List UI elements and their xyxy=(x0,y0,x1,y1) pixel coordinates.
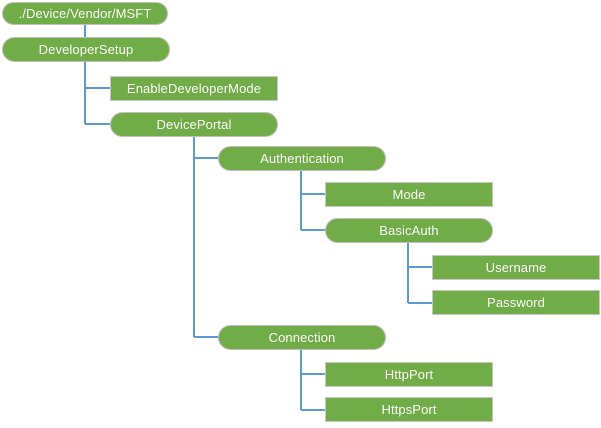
node-label-root: ./Device/Vendor/MSFT xyxy=(18,6,152,21)
node-label-httpsport: HttpsPort xyxy=(381,402,437,417)
node-basicauth[interactable]: BasicAuth xyxy=(325,218,493,243)
node-password[interactable]: Password xyxy=(432,290,600,315)
node-deviceportal[interactable]: DevicePortal xyxy=(110,112,278,137)
node-label-enabledevelopermode: EnableDeveloperMode xyxy=(126,81,262,96)
node-label-username: Username xyxy=(485,260,547,275)
node-root[interactable]: ./Device/Vendor/MSFT xyxy=(2,2,168,25)
node-username[interactable]: Username xyxy=(432,255,600,280)
node-connection[interactable]: Connection xyxy=(218,325,386,350)
node-mode[interactable]: Mode xyxy=(325,182,493,207)
node-label-password: Password xyxy=(487,295,545,310)
node-label-deviceportal: DevicePortal xyxy=(156,117,232,132)
node-httpport[interactable]: HttpPort xyxy=(325,362,493,387)
node-label-authentication: Authentication xyxy=(260,151,344,166)
node-label-developersetup: DeveloperSetup xyxy=(38,42,134,57)
node-enabledevelopermode[interactable]: EnableDeveloperMode xyxy=(110,76,278,101)
node-label-httpport: HttpPort xyxy=(384,367,434,382)
node-authentication[interactable]: Authentication xyxy=(218,146,386,171)
node-label-mode: Mode xyxy=(392,187,426,202)
node-httpsport[interactable]: HttpsPort xyxy=(325,397,493,422)
node-label-basicauth: BasicAuth xyxy=(379,223,439,238)
node-label-connection: Connection xyxy=(268,330,336,345)
node-developersetup[interactable]: DeveloperSetup xyxy=(2,37,170,62)
